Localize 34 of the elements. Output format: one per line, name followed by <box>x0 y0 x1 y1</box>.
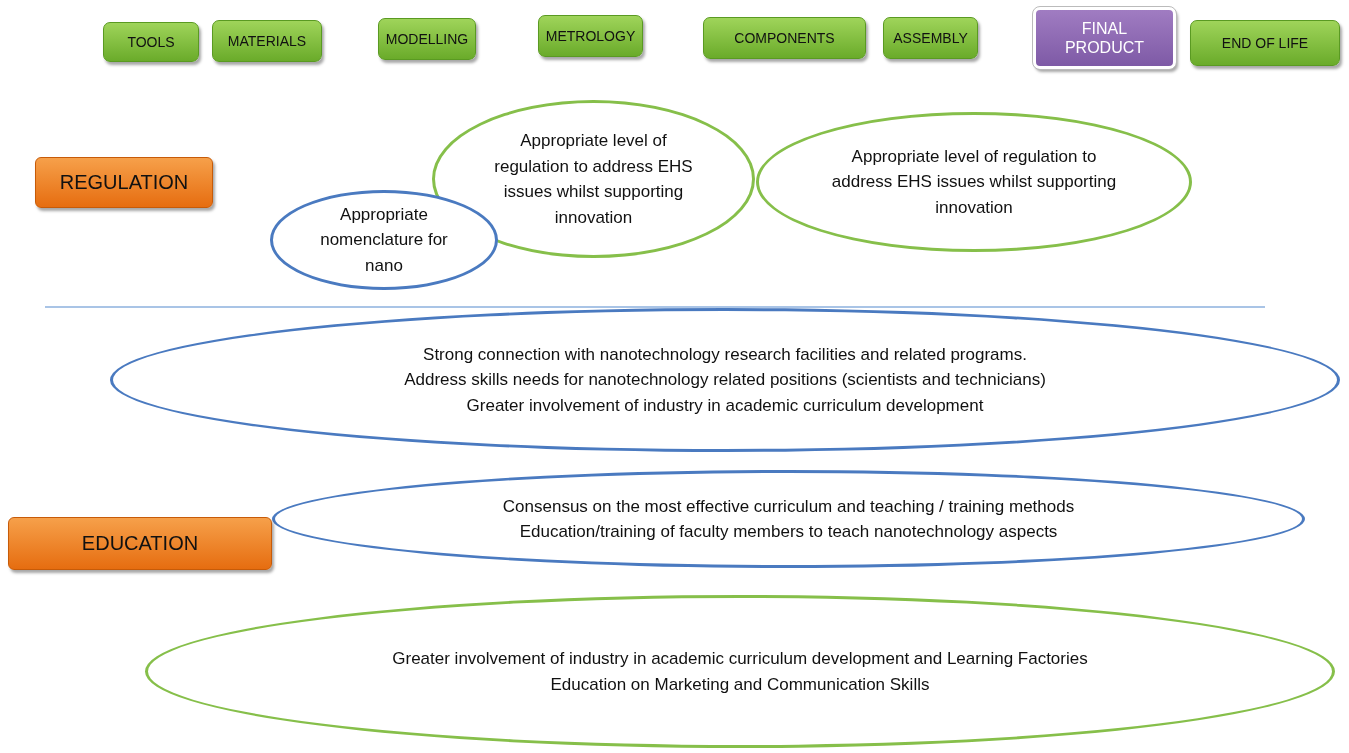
label-text: MODELLING <box>384 31 470 47</box>
label-text: REGULATION <box>58 171 190 194</box>
ellipse-text: Appropriate level of regulation to address EHS issues whilst supporting innovation <box>493 130 694 229</box>
label-text: ASSEMBLY <box>892 30 969 46</box>
stage-label-box <box>538 15 643 57</box>
ellipse-text: Education/training of faculty members to teach nanotechnology aspects <box>518 521 1059 543</box>
ellipse <box>756 112 1192 252</box>
label-text: METROLOGY <box>544 28 637 44</box>
ellipse-text: Strong connection with nanotechnology research facilities and related programs. <box>422 343 1028 366</box>
ellipse <box>272 470 1305 568</box>
label-text: MATERIALS <box>226 33 308 49</box>
stage-label-box <box>883 17 978 59</box>
label-text: TOOLS <box>126 34 176 50</box>
stage-label-box <box>103 22 199 62</box>
ellipse-text: Education on Marketing and Communication Skills <box>549 673 931 696</box>
ellipse-text: Address skills needs for nanotechnology related positions (scientists and technicians) <box>403 369 1047 392</box>
ellipse-text: Appropriate nomenclature for nano <box>319 203 449 277</box>
category-label-box <box>8 517 272 570</box>
ellipse-text: Appropriate level of regulation to address EHS issues whilst supporting innovation <box>830 145 1118 219</box>
label-text: FINAL PRODUCT <box>1063 18 1146 58</box>
ellipse-text: Greater involvement of industry in academic curriculum development <box>465 394 985 417</box>
label-text: END OF LIFE <box>1220 35 1310 51</box>
label-text: EDUCATION <box>80 532 200 555</box>
ellipse <box>145 595 1335 748</box>
ellipse <box>110 308 1340 452</box>
label-text: COMPONENTS <box>733 30 836 46</box>
stage-label-box <box>1190 20 1340 66</box>
ellipse-text: Greater involvement of industry in academic curriculum development and Learning Factories <box>391 648 1089 670</box>
category-label-box <box>35 157 213 208</box>
stage-label-box <box>1033 7 1176 69</box>
stage-label-box <box>378 18 476 60</box>
stage-label-box <box>212 20 322 62</box>
ellipse-text: Consensus on the most effective curriculum and teaching / training methods <box>501 495 1076 518</box>
stage-label-box <box>703 17 866 59</box>
